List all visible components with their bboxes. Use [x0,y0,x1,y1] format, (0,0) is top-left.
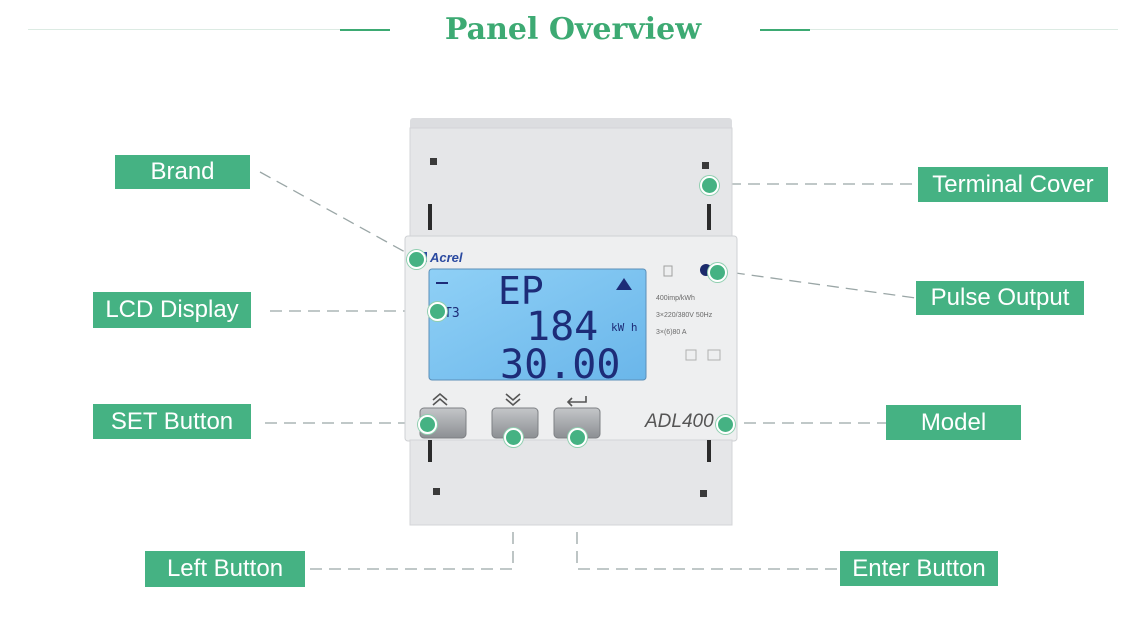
double-chevron-up-icon [432,392,448,406]
spec-line: 400imp/kWh [656,295,695,302]
clip-slot [428,440,432,462]
lcd-display-anchor [428,302,447,321]
model-anchor [716,415,735,434]
enter-button-anchor [568,428,587,447]
label-left-button: Left Button [145,551,305,587]
page-title: Panel Overview [444,12,702,47]
set-button-anchor [418,415,437,434]
screw-slot [700,490,707,497]
bottom-terminal-block [409,439,733,526]
clip-slot [707,440,711,462]
lcd-unit: kW h [611,321,638,334]
pulse-symbol [663,265,673,277]
screw-slot [433,488,440,495]
pulse-output-leader [713,269,917,299]
label-pulse-output: Pulse Output [916,281,1084,315]
lcd-value-top: 184 [526,304,598,350]
label-lcd-display: LCD Display [93,292,251,328]
lcd-display [428,268,647,381]
energy-meter-device: EP T3 184 kW h 30.00 Acrel 400imp/kWh 3×… [404,118,738,526]
title-divider-right-faint [810,29,1118,30]
cert-mark-icon [685,349,697,361]
brand-name: Acrel [429,250,463,265]
label-brand: Brand [115,155,250,189]
title-divider-right [760,29,810,31]
screw-slot [430,158,437,165]
title-divider-left [340,29,390,31]
spec-line: 3×220/380V 50Hz [656,312,713,319]
clip-slot [428,204,432,230]
brand-leader [259,171,417,259]
screw-slot [702,162,709,169]
title-divider-left-faint [28,29,340,30]
lcd-tariff: T3 [444,306,460,321]
brand-anchor [407,250,426,269]
left-button-anchor [504,428,523,447]
return-arrow-icon [566,396,587,407]
double-chevron-down-icon [505,393,521,407]
terminal-cover [409,127,733,239]
pulse-output-anchor [708,263,727,282]
lcd-arrow-icon [616,278,632,290]
label-model: Model [886,405,1021,440]
label-terminal-cover: Terminal Cover [918,167,1108,202]
label-set-button: SET Button [93,404,251,439]
terminal-cover-anchor [700,176,719,195]
lcd-value-bottom: 30.00 [500,342,620,388]
clip-slot [707,204,711,230]
cert-mark-icon [707,349,721,361]
spec-line: 3×(6)80 A [656,329,687,336]
label-enter-button: Enter Button [840,551,998,586]
lcd-mode: EP [498,269,544,313]
model-name: ADL400 [644,411,714,432]
